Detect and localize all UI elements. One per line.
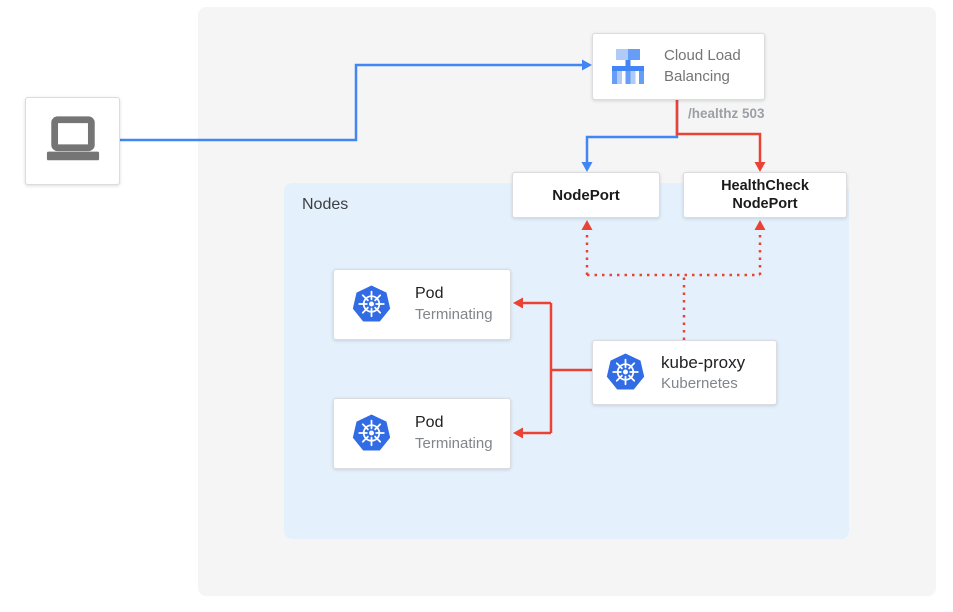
- nodes-group-label: Nodes: [302, 196, 349, 213]
- pod-text: Pod Terminating: [415, 413, 493, 453]
- kubernetes-icon: [606, 353, 645, 392]
- kubernetes-icon: [352, 414, 391, 453]
- nodeport-label: NodePort: [552, 186, 620, 204]
- pod-title: Pod: [415, 285, 444, 303]
- cloud-load-balancing-label: Cloud Load Balancing: [664, 47, 741, 85]
- pod-title: Pod: [415, 414, 444, 432]
- healthz-503-label: /healthz 503: [688, 106, 765, 121]
- kube-proxy-node: kube-proxy Kubernetes: [592, 340, 777, 405]
- pod-status: Terminating: [415, 435, 493, 453]
- pod-2-node: Pod Terminating: [333, 398, 511, 469]
- kube-proxy-text: kube-proxy Kubernetes: [661, 352, 745, 394]
- kube-proxy-subtitle: Kubernetes: [661, 374, 738, 392]
- pod-status: Terminating: [415, 306, 493, 324]
- pod-text: Pod Terminating: [415, 284, 493, 324]
- laptop-icon: [42, 113, 104, 169]
- cloud-load-balancing-icon: [606, 45, 650, 89]
- pod-1-node: Pod Terminating: [333, 269, 511, 340]
- kube-proxy-title: kube-proxy: [661, 352, 746, 372]
- client-laptop-node: [25, 97, 120, 185]
- healthcheck-nodeport-node: HealthCheck NodePort: [683, 172, 847, 218]
- kubernetes-icon: [352, 285, 391, 324]
- nodeport-node: NodePort: [512, 172, 660, 218]
- cloud-load-balancing-node: Cloud Load Balancing: [592, 33, 765, 100]
- healthcheck-nodeport-label: HealthCheck NodePort: [721, 177, 809, 212]
